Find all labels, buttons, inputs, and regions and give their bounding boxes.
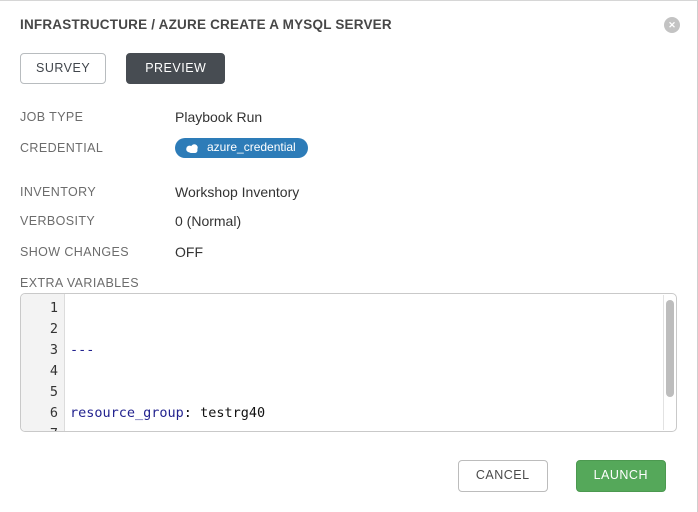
credential-badge-label: azure_credential xyxy=(207,140,296,154)
job-type-value: Playbook Run xyxy=(175,109,263,125)
modal-footer: CANCEL LAUNCH xyxy=(20,460,677,492)
line-number: 2 xyxy=(49,321,58,338)
code-line: resource_group: testrg40 xyxy=(70,405,266,422)
tab-preview[interactable]: PREVIEW xyxy=(126,53,226,84)
editor-code-area[interactable]: --- resource_group: testrg40 location: e… xyxy=(65,294,676,431)
extra-variables-label: EXTRA VARIABLES xyxy=(20,276,140,291)
inventory-value: Workshop Inventory xyxy=(175,184,300,201)
extra-variables-editor[interactable]: 1 2 3 4 5 6 7 --- resource_group: testrg… xyxy=(20,293,677,433)
launch-button[interactable]: LAUNCH xyxy=(575,460,666,492)
editor-scrollbar-track[interactable] xyxy=(663,295,676,431)
inventory-label: INVENTORY xyxy=(20,185,97,200)
credential-row: CREDENTIAL azure_credential xyxy=(20,138,677,159)
credential-label: CREDENTIAL xyxy=(20,141,104,156)
show-changes-row: SHOW CHANGES OFF xyxy=(20,242,677,262)
close-icon[interactable]: ✕ xyxy=(664,17,680,33)
launch-preview-modal: INFRASTRUCTURE / AZURE CREATE A MYSQL SE… xyxy=(0,1,697,492)
code-line: --- xyxy=(70,342,95,359)
modal-header: INFRASTRUCTURE / AZURE CREATE A MYSQL SE… xyxy=(20,17,680,33)
tab-survey[interactable]: SURVEY xyxy=(20,53,107,84)
verbosity-label: VERBOSITY xyxy=(20,214,96,229)
line-number: 7 xyxy=(21,424,58,431)
show-changes-value: OFF xyxy=(175,244,203,261)
line-number: 5 xyxy=(49,384,58,401)
line-number: 4 xyxy=(49,363,58,380)
verbosity-row: VERBOSITY 0 (Normal) xyxy=(20,211,677,231)
line-number: 3 xyxy=(49,342,58,359)
cloud-icon xyxy=(185,143,200,153)
verbosity-value: 0 (Normal) xyxy=(175,213,242,230)
job-type-row: JOB TYPE Playbook Run xyxy=(20,107,677,127)
line-number: 6 xyxy=(49,405,58,422)
inventory-row: INVENTORY Workshop Inventory xyxy=(20,182,677,202)
job-type-label: JOB TYPE xyxy=(20,110,84,124)
editor-line-number-gutter: 1 2 3 4 5 6 7 xyxy=(21,294,65,432)
show-changes-label: SHOW CHANGES xyxy=(20,245,129,260)
line-number: 1 xyxy=(49,300,58,317)
tab-bar: SURVEY PREVIEW xyxy=(20,53,677,84)
job-details: JOB TYPE Playbook Run CREDENTIAL azure_c… xyxy=(20,107,677,262)
modal-title: INFRASTRUCTURE / AZURE CREATE A MYSQL SE… xyxy=(20,17,392,32)
credential-badge[interactable]: azure_credential xyxy=(175,138,308,159)
editor-scrollbar-thumb[interactable] xyxy=(666,300,674,398)
cancel-button[interactable]: CANCEL xyxy=(457,460,548,492)
